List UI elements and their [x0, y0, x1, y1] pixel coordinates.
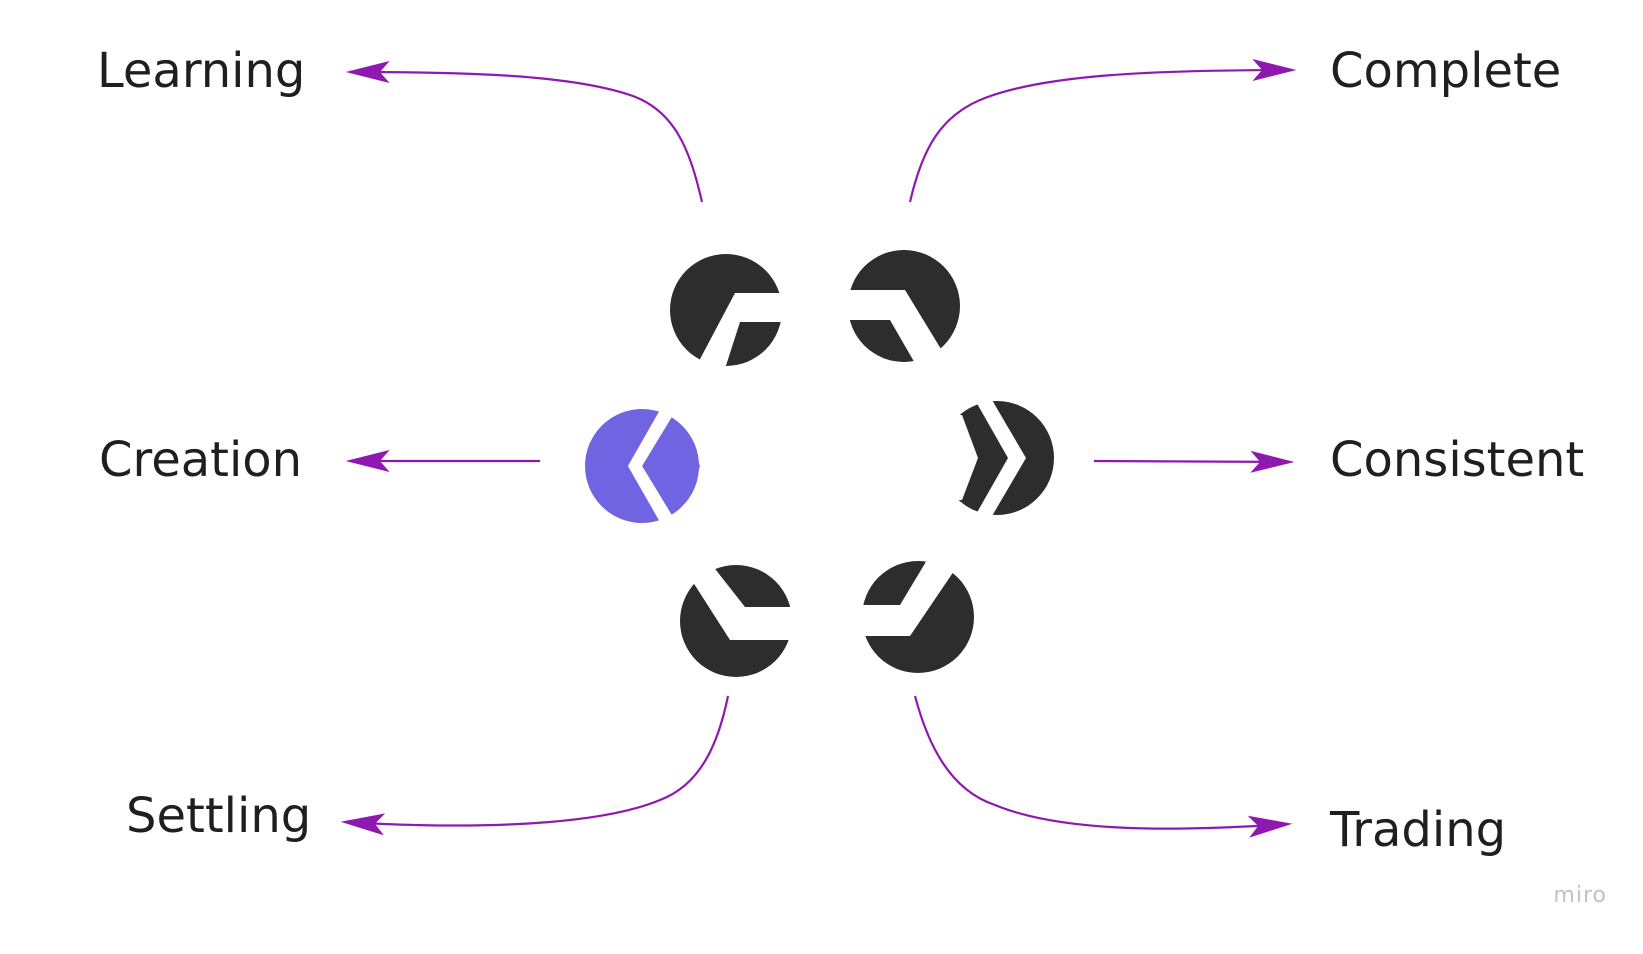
label-settling: Settling: [126, 788, 312, 844]
arrow-consistent: [1093, 450, 1295, 473]
label-consistent: Consistent: [1330, 432, 1585, 488]
label-trading: Trading: [1330, 802, 1507, 858]
segment-complete: [840, 250, 960, 372]
arrow-complete: [908, 59, 1297, 203]
segment-creation: [585, 409, 700, 523]
arrow-trading: [913, 695, 1293, 838]
segment-learning: [670, 254, 790, 378]
arrow-settling: [340, 695, 730, 836]
label-creation: Creation: [99, 432, 303, 488]
miro-watermark: miro: [1553, 883, 1607, 908]
arrow-learning: [345, 61, 704, 203]
segment-settling: [680, 565, 800, 677]
segment-trading: [855, 540, 975, 673]
label-complete: Complete: [1330, 43, 1562, 99]
segment-consistent: [935, 400, 1054, 516]
label-learning: Learning: [97, 43, 306, 99]
